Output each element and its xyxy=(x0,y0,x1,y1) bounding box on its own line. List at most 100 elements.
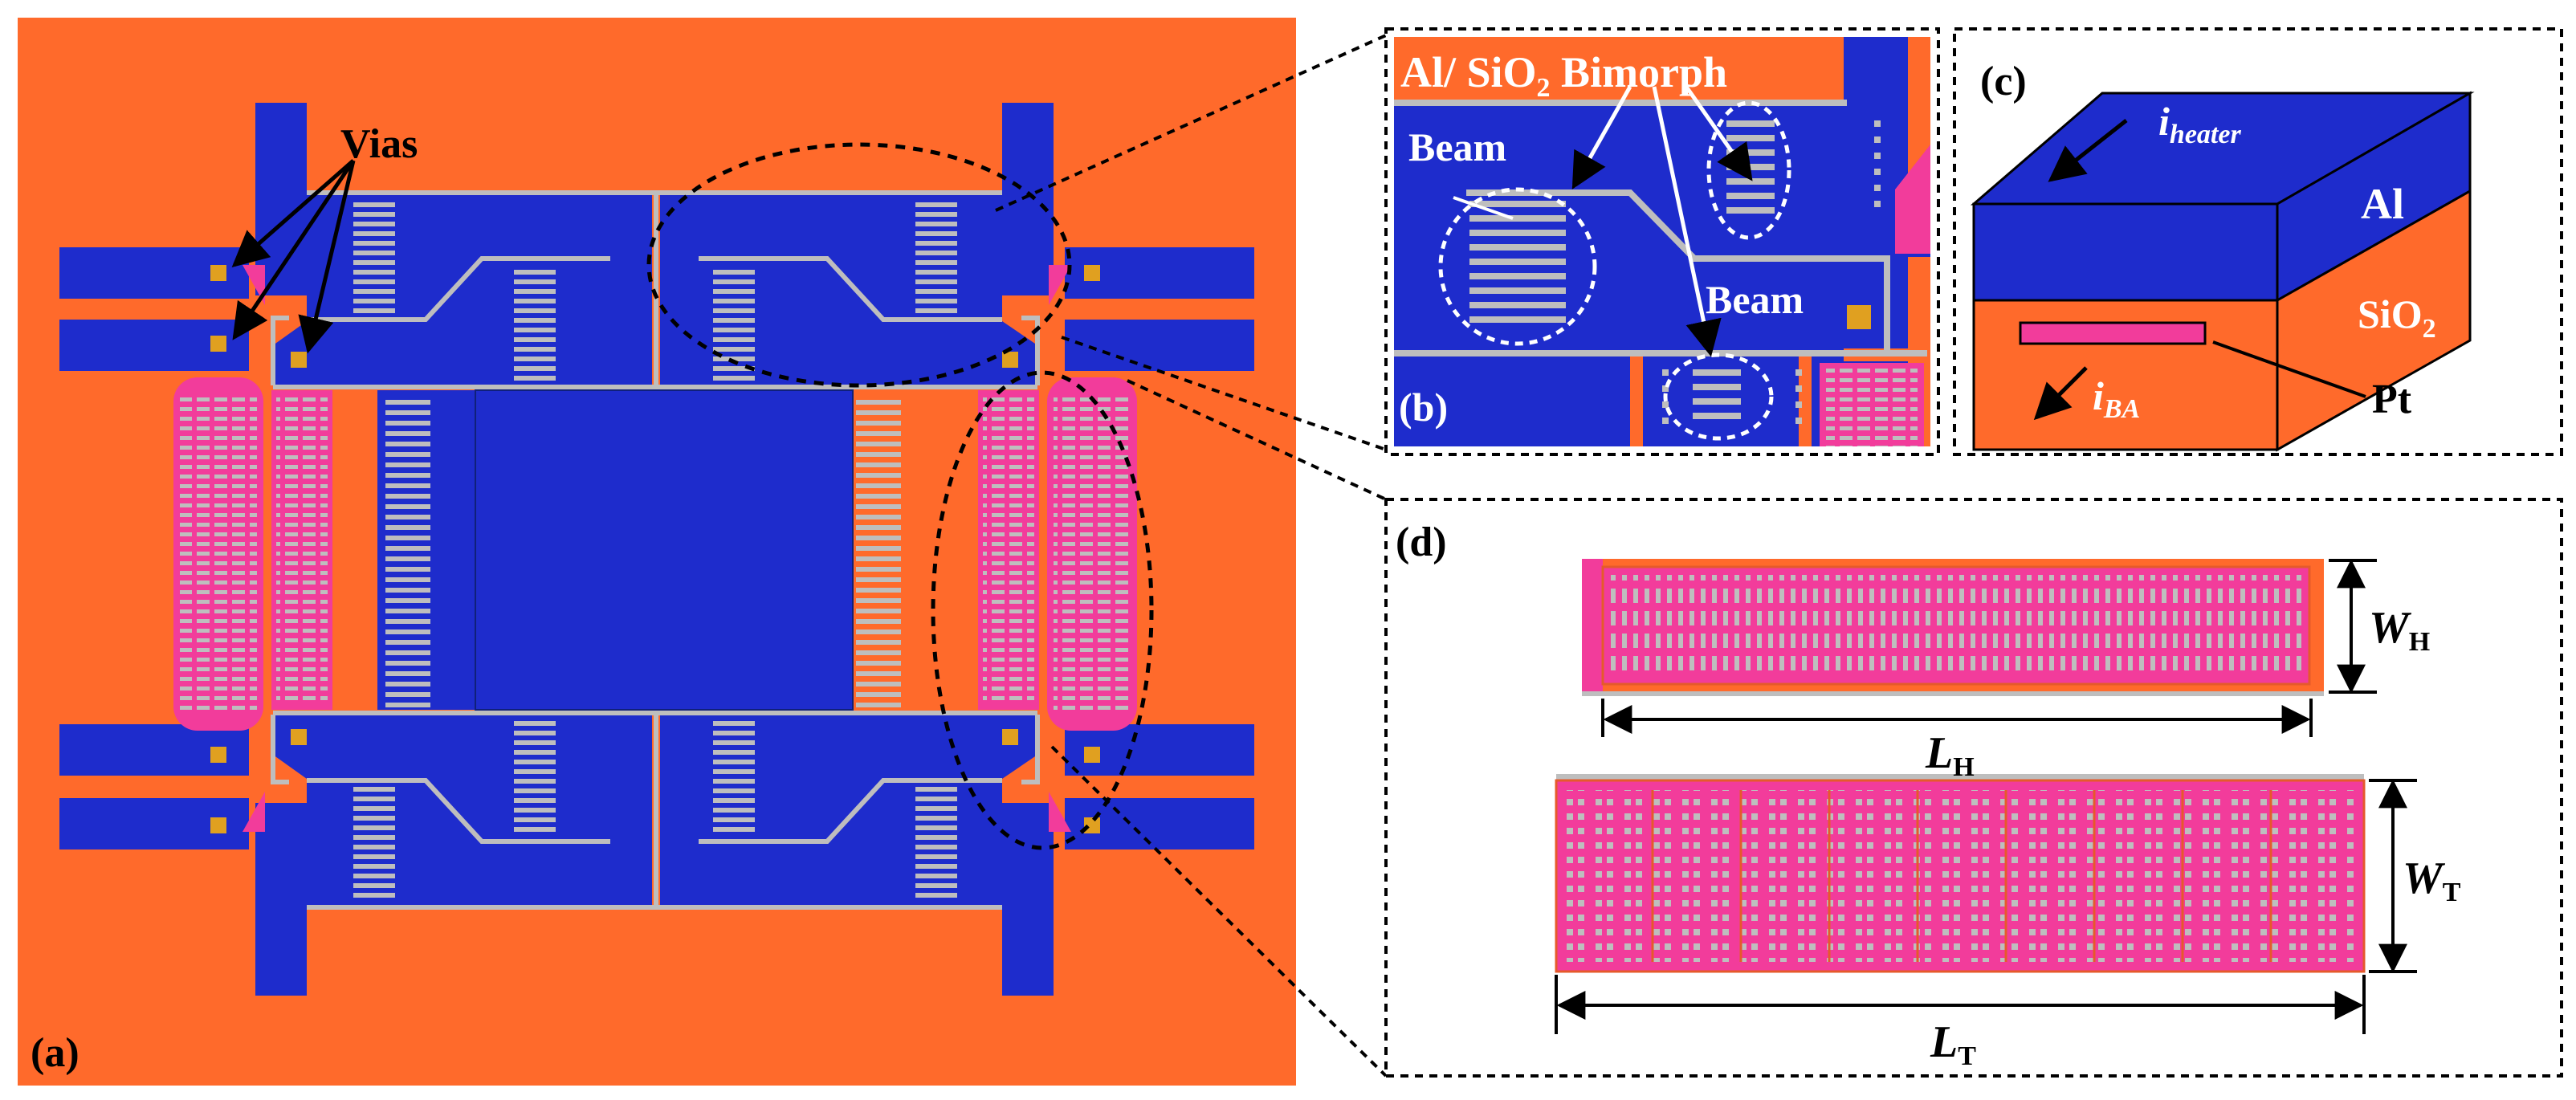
heater-current-arrow xyxy=(2048,119,2128,182)
finger xyxy=(514,356,556,361)
finger xyxy=(353,883,395,888)
finger xyxy=(1726,135,1775,141)
finger xyxy=(713,798,755,803)
finger xyxy=(915,835,957,840)
beam-label-bottom: Beam xyxy=(1706,277,1804,322)
finger xyxy=(713,750,755,755)
panel-c-3d-layers: (c) iheater Al SiO2 iBA Pt xyxy=(1953,27,2563,456)
panel-a-layout: Vias (a) xyxy=(18,18,1296,1086)
finger xyxy=(713,779,755,784)
finger xyxy=(713,740,755,745)
finger xyxy=(514,788,556,793)
finger xyxy=(856,442,901,446)
beam-label-top: Beam xyxy=(1408,124,1506,169)
finger xyxy=(915,308,957,313)
finger xyxy=(385,671,430,676)
beam-pointer xyxy=(1453,196,1514,220)
finger xyxy=(385,650,430,655)
finger xyxy=(514,347,556,352)
finger xyxy=(353,270,395,275)
finger xyxy=(385,567,430,572)
finger xyxy=(713,347,755,352)
finger xyxy=(915,212,957,217)
finger xyxy=(514,827,556,832)
finger xyxy=(385,536,430,540)
finger xyxy=(353,874,395,878)
finger xyxy=(856,462,901,467)
finger xyxy=(915,854,957,859)
finger xyxy=(856,525,901,530)
finger xyxy=(385,442,430,446)
finger xyxy=(856,421,901,426)
dimension-wt xyxy=(2369,779,2417,973)
finger xyxy=(915,816,957,821)
finger xyxy=(1469,244,1566,251)
finger xyxy=(385,504,430,509)
finger xyxy=(514,308,556,313)
finger xyxy=(385,609,430,613)
finger xyxy=(353,241,395,246)
finger xyxy=(514,328,556,332)
finger xyxy=(915,260,957,265)
heater-coil xyxy=(1054,393,1131,715)
finger xyxy=(1469,287,1566,294)
finger xyxy=(713,808,755,813)
finger xyxy=(514,299,556,304)
finger xyxy=(1469,215,1566,222)
wt-label: WT xyxy=(2403,854,2461,907)
finger xyxy=(514,366,556,371)
finger xyxy=(915,299,957,304)
wh-label: WH xyxy=(2369,603,2430,657)
finger xyxy=(856,410,901,415)
finger xyxy=(353,816,395,821)
mirror-plate-center xyxy=(475,389,854,711)
heater-contact xyxy=(1049,792,1071,832)
finger xyxy=(856,567,901,572)
finger xyxy=(713,827,755,832)
finger xyxy=(385,515,430,519)
finger xyxy=(1726,164,1775,170)
finger xyxy=(1693,384,1741,390)
finger xyxy=(915,231,957,236)
finger xyxy=(713,318,755,323)
finger xyxy=(713,356,755,361)
finger xyxy=(713,769,755,774)
finger xyxy=(1726,178,1775,185)
panel-b-zoom-beam: Al/ SiO2 Bimorph Beam Beam (b) xyxy=(1384,27,1940,456)
finger xyxy=(856,619,901,624)
finger xyxy=(385,640,430,645)
lh-label: LH xyxy=(1925,728,1975,782)
finger xyxy=(856,452,901,457)
finger xyxy=(915,874,957,878)
finger xyxy=(514,376,556,381)
heater-t-coil xyxy=(1564,790,2356,962)
finger xyxy=(353,893,395,898)
finger xyxy=(713,270,755,275)
bimorph-arrows xyxy=(1571,85,1753,357)
finger xyxy=(856,682,901,686)
finger xyxy=(713,817,755,822)
finger xyxy=(856,536,901,540)
pt-resistor xyxy=(2019,321,2207,345)
finger xyxy=(856,400,901,405)
finger xyxy=(1693,369,1741,376)
finger xyxy=(856,598,901,603)
finger xyxy=(1726,120,1775,127)
finger xyxy=(856,692,901,697)
finger xyxy=(353,308,395,313)
pad-top-right xyxy=(1002,103,1054,295)
heater-current-label: iheater xyxy=(2158,99,2241,149)
finger xyxy=(353,251,395,255)
vias-arrows xyxy=(231,159,356,354)
dot-columns xyxy=(1662,120,1881,424)
finger xyxy=(856,546,901,551)
finger xyxy=(713,299,755,304)
finger xyxy=(856,650,901,655)
finger xyxy=(353,279,395,284)
finger xyxy=(856,629,901,634)
finger xyxy=(713,376,755,381)
finger xyxy=(1469,273,1566,279)
finger xyxy=(915,202,957,207)
finger xyxy=(353,864,395,869)
finger xyxy=(514,279,556,284)
